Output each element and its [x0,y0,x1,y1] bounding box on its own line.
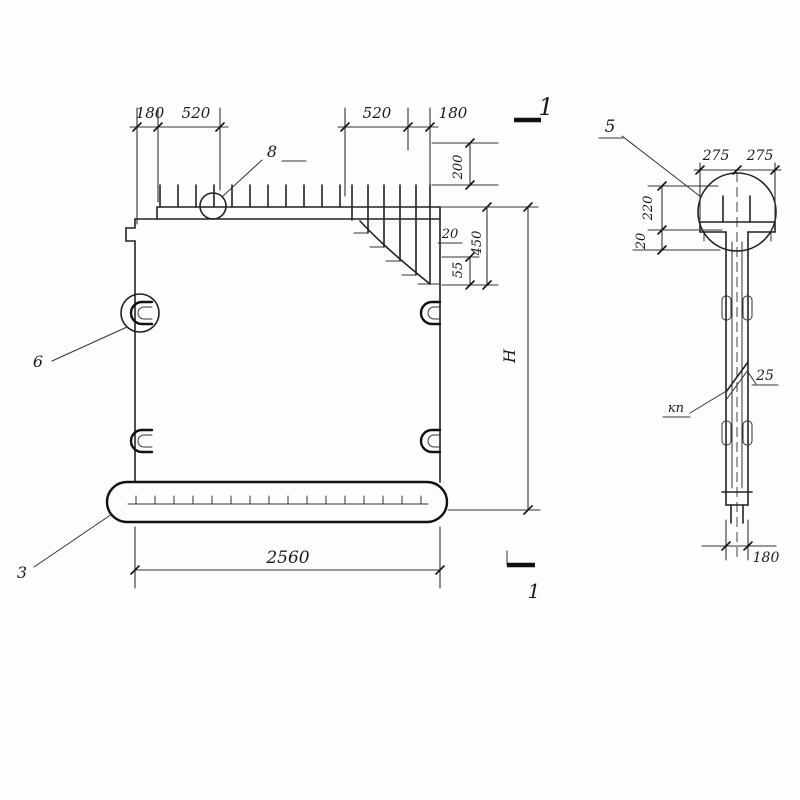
dim-label: 520 [363,104,392,122]
detail-circle-5 [697,172,777,252]
right-loops [419,300,442,454]
callout-detail-3: 3 [17,513,113,582]
dim-top-right: 520 180 [337,104,468,197]
capsule-ticks [135,495,422,505]
detail-circle-8 [199,192,227,220]
left-loops [129,300,154,454]
section-label: 1 [528,579,541,603]
dim-label: 180 [753,550,780,566]
dim-label: 275 [746,148,774,164]
detail-circle-6 [120,293,160,333]
callout-detail-6: 6 [33,293,160,371]
dim-section-bottom: 180 [701,519,780,566]
stepped-corner [351,184,441,285]
dim-label: 20 [634,233,649,251]
dim-label: 275 [702,148,730,164]
callout-detail-5: 5 [598,117,777,252]
dim-section-left: 220 20 [632,181,723,255]
dim-label: 520 [182,104,211,122]
stem [721,231,753,493]
dim-label: 200 [451,155,466,181]
stem-foot [721,491,753,524]
top-dowels [159,184,341,208]
section-view: 5 275 275 220 20 [598,117,782,566]
dim-label: 450 [470,231,485,257]
section-label: 1 [538,93,553,121]
section-mark-top: 1 [514,93,554,123]
dim-label: 55 [451,262,466,279]
dim-label: 20 [441,227,459,242]
dim-section-top: 275 275 [693,148,782,221]
dim-label: 220 [641,196,656,222]
panel-outline [125,206,441,483]
dim-width: 2560 [130,526,445,589]
dim-label: H [500,348,519,364]
dim-label: 2560 [265,548,309,568]
dim-height: H [439,202,541,515]
dim-top-left: 180 520 [129,104,229,225]
dim-label: 180 [439,104,468,122]
dim-right-stack: 200 450 55 20 [431,138,499,290]
callout-label: 3 [17,563,27,582]
bottom-capsule [105,480,449,524]
dim-label: 180 [136,104,165,122]
note-kp: 25 кп [662,368,779,418]
front-view: 180 520 520 180 [17,93,554,603]
section-mark-bottom: 1 [506,550,541,603]
callout-label: 6 [33,352,43,371]
note-label: кп [668,401,684,416]
dim-label: 25 [755,368,774,384]
callout-label: 8 [267,142,277,161]
callout-detail-8: 8 [199,142,307,220]
callout-label: 5 [605,117,616,137]
